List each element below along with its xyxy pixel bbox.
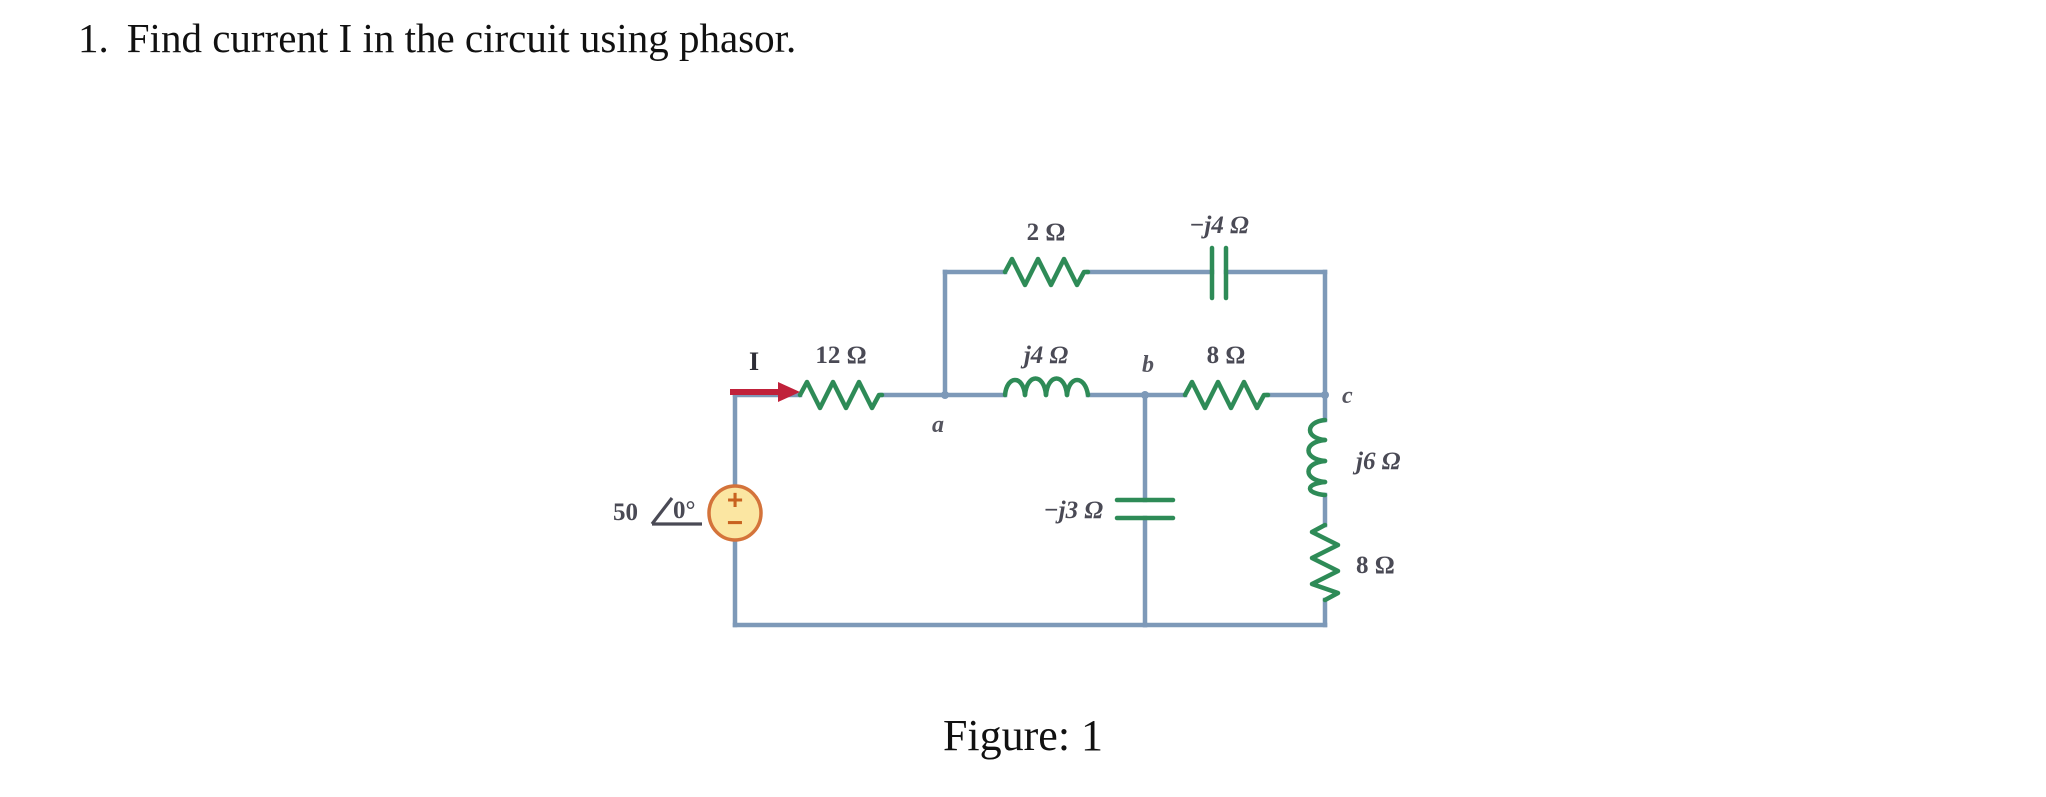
label-resistor-12-ohm: 12 Ω bbox=[815, 342, 866, 369]
circuit-components bbox=[797, 245, 1341, 603]
current-arrow-head bbox=[778, 382, 800, 402]
phasor-angle-slash bbox=[650, 497, 674, 525]
node-label-b: b bbox=[1142, 352, 1154, 378]
label-inductor-j6: j6 Ω bbox=[1352, 448, 1401, 475]
capacitor-neg-j4-symbol bbox=[1209, 245, 1229, 301]
label-capacitor-neg-j3: −j3 Ω bbox=[1044, 497, 1104, 524]
voltage-source-plus: + bbox=[727, 484, 743, 515]
node-label-a: a bbox=[932, 412, 944, 438]
label-resistor-8-ohm-right: 8 Ω bbox=[1356, 552, 1395, 579]
label-inductor-j4: j4 Ω bbox=[1020, 342, 1069, 369]
resistor-2-ohm-symbol bbox=[1002, 256, 1091, 288]
current-indicator: I bbox=[730, 347, 800, 402]
inductor-j6-symbol bbox=[1306, 417, 1328, 498]
voltage-source-circle bbox=[707, 484, 763, 542]
resistor-8-ohm-top-symbol bbox=[1182, 379, 1271, 411]
source-magnitude: 50 bbox=[613, 499, 638, 526]
figure-container: + − 50 0° I bbox=[0, 120, 2046, 680]
resistor-12-ohm-symbol bbox=[797, 379, 885, 411]
node-label-c: c bbox=[1342, 383, 1353, 409]
circuit-wires bbox=[732, 269, 1328, 628]
junction-dots bbox=[941, 391, 1329, 399]
figure-caption: Figure: 1 bbox=[942, 711, 1104, 760]
label-resistor-8-ohm-top: 8 Ω bbox=[1207, 342, 1246, 369]
capacitor-neg-j3-symbol bbox=[1114, 497, 1176, 521]
resistor-8-ohm-right-symbol bbox=[1309, 522, 1341, 603]
circuit-diagram: + − 50 0° I bbox=[613, 212, 1401, 628]
question-number: 1. bbox=[78, 15, 109, 61]
voltage-source: + − bbox=[707, 484, 763, 542]
question-text: Find current I in the circuit using phas… bbox=[126, 15, 797, 61]
junction-dot-c bbox=[1321, 391, 1329, 399]
current-label: I bbox=[749, 347, 759, 376]
label-resistor-2-ohm: 2 Ω bbox=[1027, 219, 1066, 246]
junction-dot-b bbox=[1141, 391, 1149, 399]
source-value-label: 50 0° bbox=[613, 497, 702, 526]
junction-dot-a bbox=[941, 391, 949, 399]
question-block: 1. Find current I in the circuit using p… bbox=[78, 14, 796, 63]
voltage-source-minus: − bbox=[727, 507, 743, 538]
label-capacitor-neg-j4: −j4 Ω bbox=[1189, 212, 1249, 239]
source-angle: 0° bbox=[673, 497, 696, 524]
inductor-j4-symbol bbox=[1002, 376, 1091, 398]
